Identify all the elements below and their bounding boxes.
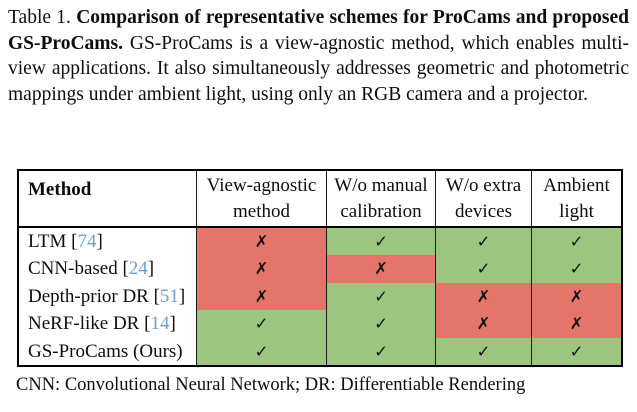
cross-cell: ✗: [435, 310, 531, 338]
cross-cell: ✗: [196, 255, 326, 283]
check-cell: ✓: [326, 337, 435, 365]
check-cell: ✓: [435, 228, 531, 256]
method-label: CNN-based [24]: [19, 255, 196, 283]
cross-cell: ✗: [326, 255, 435, 283]
method-name: GS-ProCams (Ours): [28, 340, 183, 362]
method-label: NeRF-like DR [14]: [19, 310, 196, 338]
table-row: NeRF-like DR [14] ✓✓✗✗: [19, 310, 621, 338]
method-label: GS-ProCams (Ours): [19, 337, 196, 365]
citation-bracket: ]: [96, 231, 103, 252]
check-cell: ✓: [326, 282, 435, 311]
citation-link[interactable]: 74: [77, 231, 97, 252]
method-name: NeRF-like DR [: [28, 313, 151, 335]
cross-cell: ✗: [435, 282, 531, 311]
header-cell-wo-manual-calibration: W/o manual calibration: [326, 171, 435, 226]
citation-bracket: ]: [169, 313, 176, 335]
table-body: LTM [74] ✗✓✓✓ CNN-based [24] ✗✗✓✓ Depth-…: [19, 228, 621, 365]
table-footnote: CNN: Convolutional Neural Network; DR: D…: [16, 375, 526, 395]
method-name: CNN-based [: [28, 258, 129, 280]
table-caption: Table 1. Comparison of representative sc…: [8, 5, 629, 107]
citation-link[interactable]: 14: [150, 313, 170, 335]
method-label: LTM [74]: [19, 228, 196, 256]
citation-bracket: ]: [178, 285, 186, 307]
check-cell: ✓: [435, 337, 531, 365]
cross-cell: ✗: [531, 282, 621, 311]
header-cell-wo-extra-devices: W/o extra devices: [435, 171, 531, 226]
header-cell-ambient-light: Ambient light: [531, 171, 621, 226]
check-cell: ✓: [531, 337, 621, 365]
cross-cell: ✗: [196, 228, 326, 256]
check-cell: ✓: [196, 337, 326, 365]
citation-link[interactable]: 51: [159, 285, 179, 307]
citation-bracket: ]: [147, 258, 155, 280]
header-cell-view-agnostic: View-agnostic method: [196, 171, 326, 226]
table-row: LTM [74] ✗✓✓✓: [19, 228, 621, 256]
check-cell: ✓: [326, 310, 435, 338]
citation-link[interactable]: 24: [128, 258, 148, 280]
caption-text: GS-ProCams is a view-agnostic method, wh…: [8, 32, 629, 105]
cross-cell: ✗: [196, 282, 326, 311]
table-row: Depth-prior DR [51] ✗✓✗✗: [19, 282, 621, 311]
check-cell: ✓: [435, 255, 531, 283]
method-name: LTM [: [28, 231, 78, 252]
check-cell: ✓: [531, 228, 621, 256]
caption-bold-title: Comparison of representative schemes for…: [8, 7, 630, 54]
header-cell-method: Method: [28, 179, 92, 200]
table-row: GS-ProCams (Ours) ✓✓✓✓: [19, 337, 621, 365]
method-name: Depth-prior DR [: [28, 285, 160, 307]
cross-cell: ✗: [531, 310, 621, 338]
table-row: CNN-based [24] ✗✗✓✓: [19, 255, 621, 283]
table-header-row: Method View-agnostic method W/o manual c…: [19, 171, 621, 228]
caption-label: Table 1.: [8, 7, 71, 28]
check-cell: ✓: [196, 310, 326, 338]
method-label: Depth-prior DR [51]: [19, 282, 196, 311]
comparison-table: Method View-agnostic method W/o manual c…: [17, 169, 623, 367]
check-cell: ✓: [326, 228, 435, 256]
check-cell: ✓: [531, 255, 621, 283]
